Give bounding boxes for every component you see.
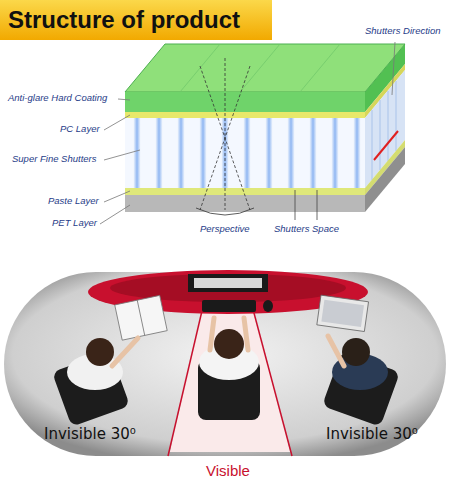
direction-mark — [374, 131, 398, 160]
part-label: Anti-glare Hard Coating — [8, 93, 107, 104]
zone-label: Invisible 30⁰ — [326, 426, 418, 443]
part-label: PC Layer — [60, 124, 100, 135]
pc-layer — [125, 112, 365, 118]
top-face — [125, 44, 405, 92]
view-arc — [196, 208, 254, 215]
book — [115, 295, 167, 340]
coating-layer — [125, 92, 365, 112]
leader-lines — [100, 42, 395, 224]
top-hatch — [180, 44, 340, 92]
part-label: Perspective — [200, 224, 250, 235]
shutters — [133, 118, 361, 188]
title-text: Structure of product — [8, 6, 240, 34]
perspective-lines — [200, 58, 250, 210]
laptop — [317, 295, 369, 331]
keyboard — [202, 300, 256, 312]
paste-layer — [125, 188, 365, 195]
part-label: PET Layer — [52, 218, 97, 229]
shutter-layer — [125, 118, 365, 188]
person-center — [198, 318, 260, 420]
monitor — [188, 274, 268, 292]
visible-zone — [170, 298, 290, 452]
part-label: Shutters Direction — [365, 26, 441, 37]
desk-shade — [110, 274, 346, 302]
pet-layer — [125, 195, 365, 212]
floor-area — [4, 272, 446, 456]
monitor-screen — [194, 278, 262, 288]
zone-label: Invisible 30⁰ — [44, 426, 136, 443]
part-label: Super Fine Shutters — [12, 154, 97, 165]
title-banner — [0, 0, 272, 40]
person-left — [52, 338, 138, 427]
visible-tint — [170, 298, 290, 452]
zone-label: Visible — [206, 462, 250, 479]
person-right — [322, 336, 400, 427]
part-label: Paste Layer — [48, 196, 99, 207]
part-label: Shutters Space — [274, 224, 339, 235]
side-face — [365, 147, 405, 212]
space-lines — [295, 190, 317, 220]
mouse — [263, 300, 273, 312]
